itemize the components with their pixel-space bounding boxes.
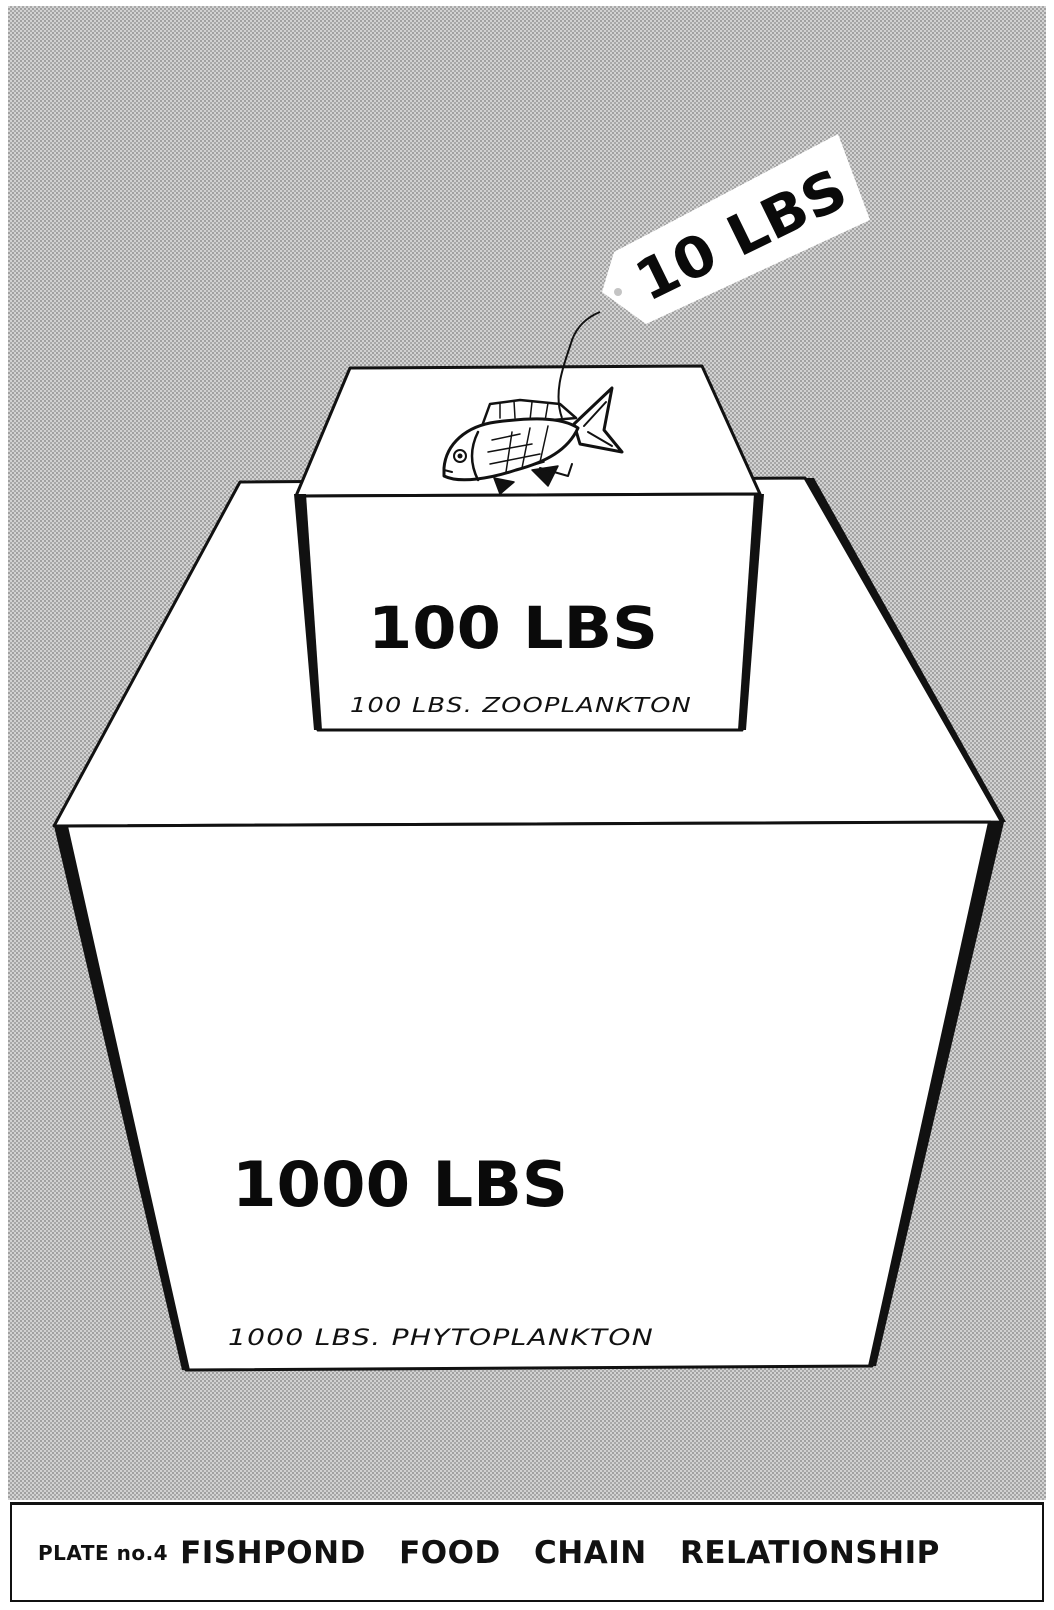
plate-caption: PLATE no.4 FISHPOND FOOD CHAIN RELATIONS… [10,1502,1044,1602]
phytoplankton-note: 1000 LBS. PHYTOPLANKTON [228,1326,654,1351]
plate-title: FISHPOND FOOD CHAIN RELATIONSHIP [180,1535,940,1571]
plate-number: PLATE no.4 [38,1541,168,1565]
zooplankton-note: 100 LBS. ZOOPLANKTON [350,693,692,717]
phytoplankton-box-front [66,822,990,1370]
zooplankton-weight-label: 100 LBS [368,594,658,662]
phytoplankton-weight-label: 1000 LBS [232,1148,568,1221]
